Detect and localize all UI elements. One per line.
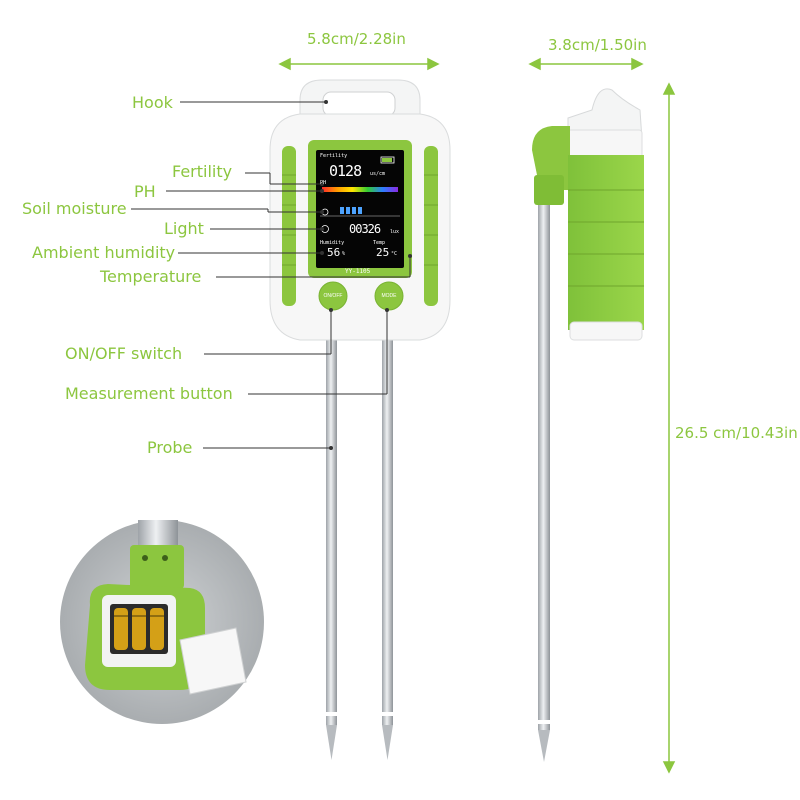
screen-temp-unit: °C (391, 251, 398, 257)
dimension-height: 26.5 cm/10.43in (675, 424, 798, 442)
mode-button[interactable]: MODE (381, 293, 397, 299)
screen-temp-label: Temp (373, 240, 386, 246)
battery-compartment-inset (60, 520, 264, 724)
label-ph: PH (134, 182, 156, 201)
label-soil-moisture: Soil moisture (22, 199, 127, 218)
label-probe: Probe (147, 438, 193, 457)
screen-fertility-unit: us/cm (370, 171, 386, 177)
screen-light-unit: lux (390, 229, 400, 235)
label-temperature: Temperature (100, 267, 202, 286)
screen-ph-label: PH (320, 180, 327, 186)
label-ambient-humidity: Ambient humidity (32, 243, 176, 262)
screen-fertility-label: Fertility (320, 153, 348, 159)
front-device (269, 79, 451, 760)
screen-humidity-unit: % (342, 251, 346, 257)
screen-temp-value: 25 (376, 246, 390, 259)
dimension-width-side: 3.8cm/1.50in (548, 36, 647, 54)
label-on-off-switch: ON/OFF switch (65, 344, 183, 363)
on-off-button[interactable]: ON/OFF (323, 293, 343, 299)
dimension-arrows (278, 57, 676, 774)
label-fertility: Fertility (172, 162, 233, 181)
screen-light-value: 00326 (349, 222, 381, 236)
screen-model: YY-1105 (345, 268, 371, 275)
leader-lines (131, 101, 411, 449)
screen-humidity-value: 56 (327, 246, 341, 259)
label-hook: Hook (132, 93, 173, 112)
label-measurement-button: Measurement button (65, 384, 233, 403)
screen-humidity-label: Humidity (320, 240, 345, 246)
dimension-width-front: 5.8cm/2.28in (307, 30, 406, 48)
screen-fertility-value: 0128 (329, 162, 362, 180)
side-device (532, 88, 644, 762)
label-light: Light (164, 219, 204, 238)
